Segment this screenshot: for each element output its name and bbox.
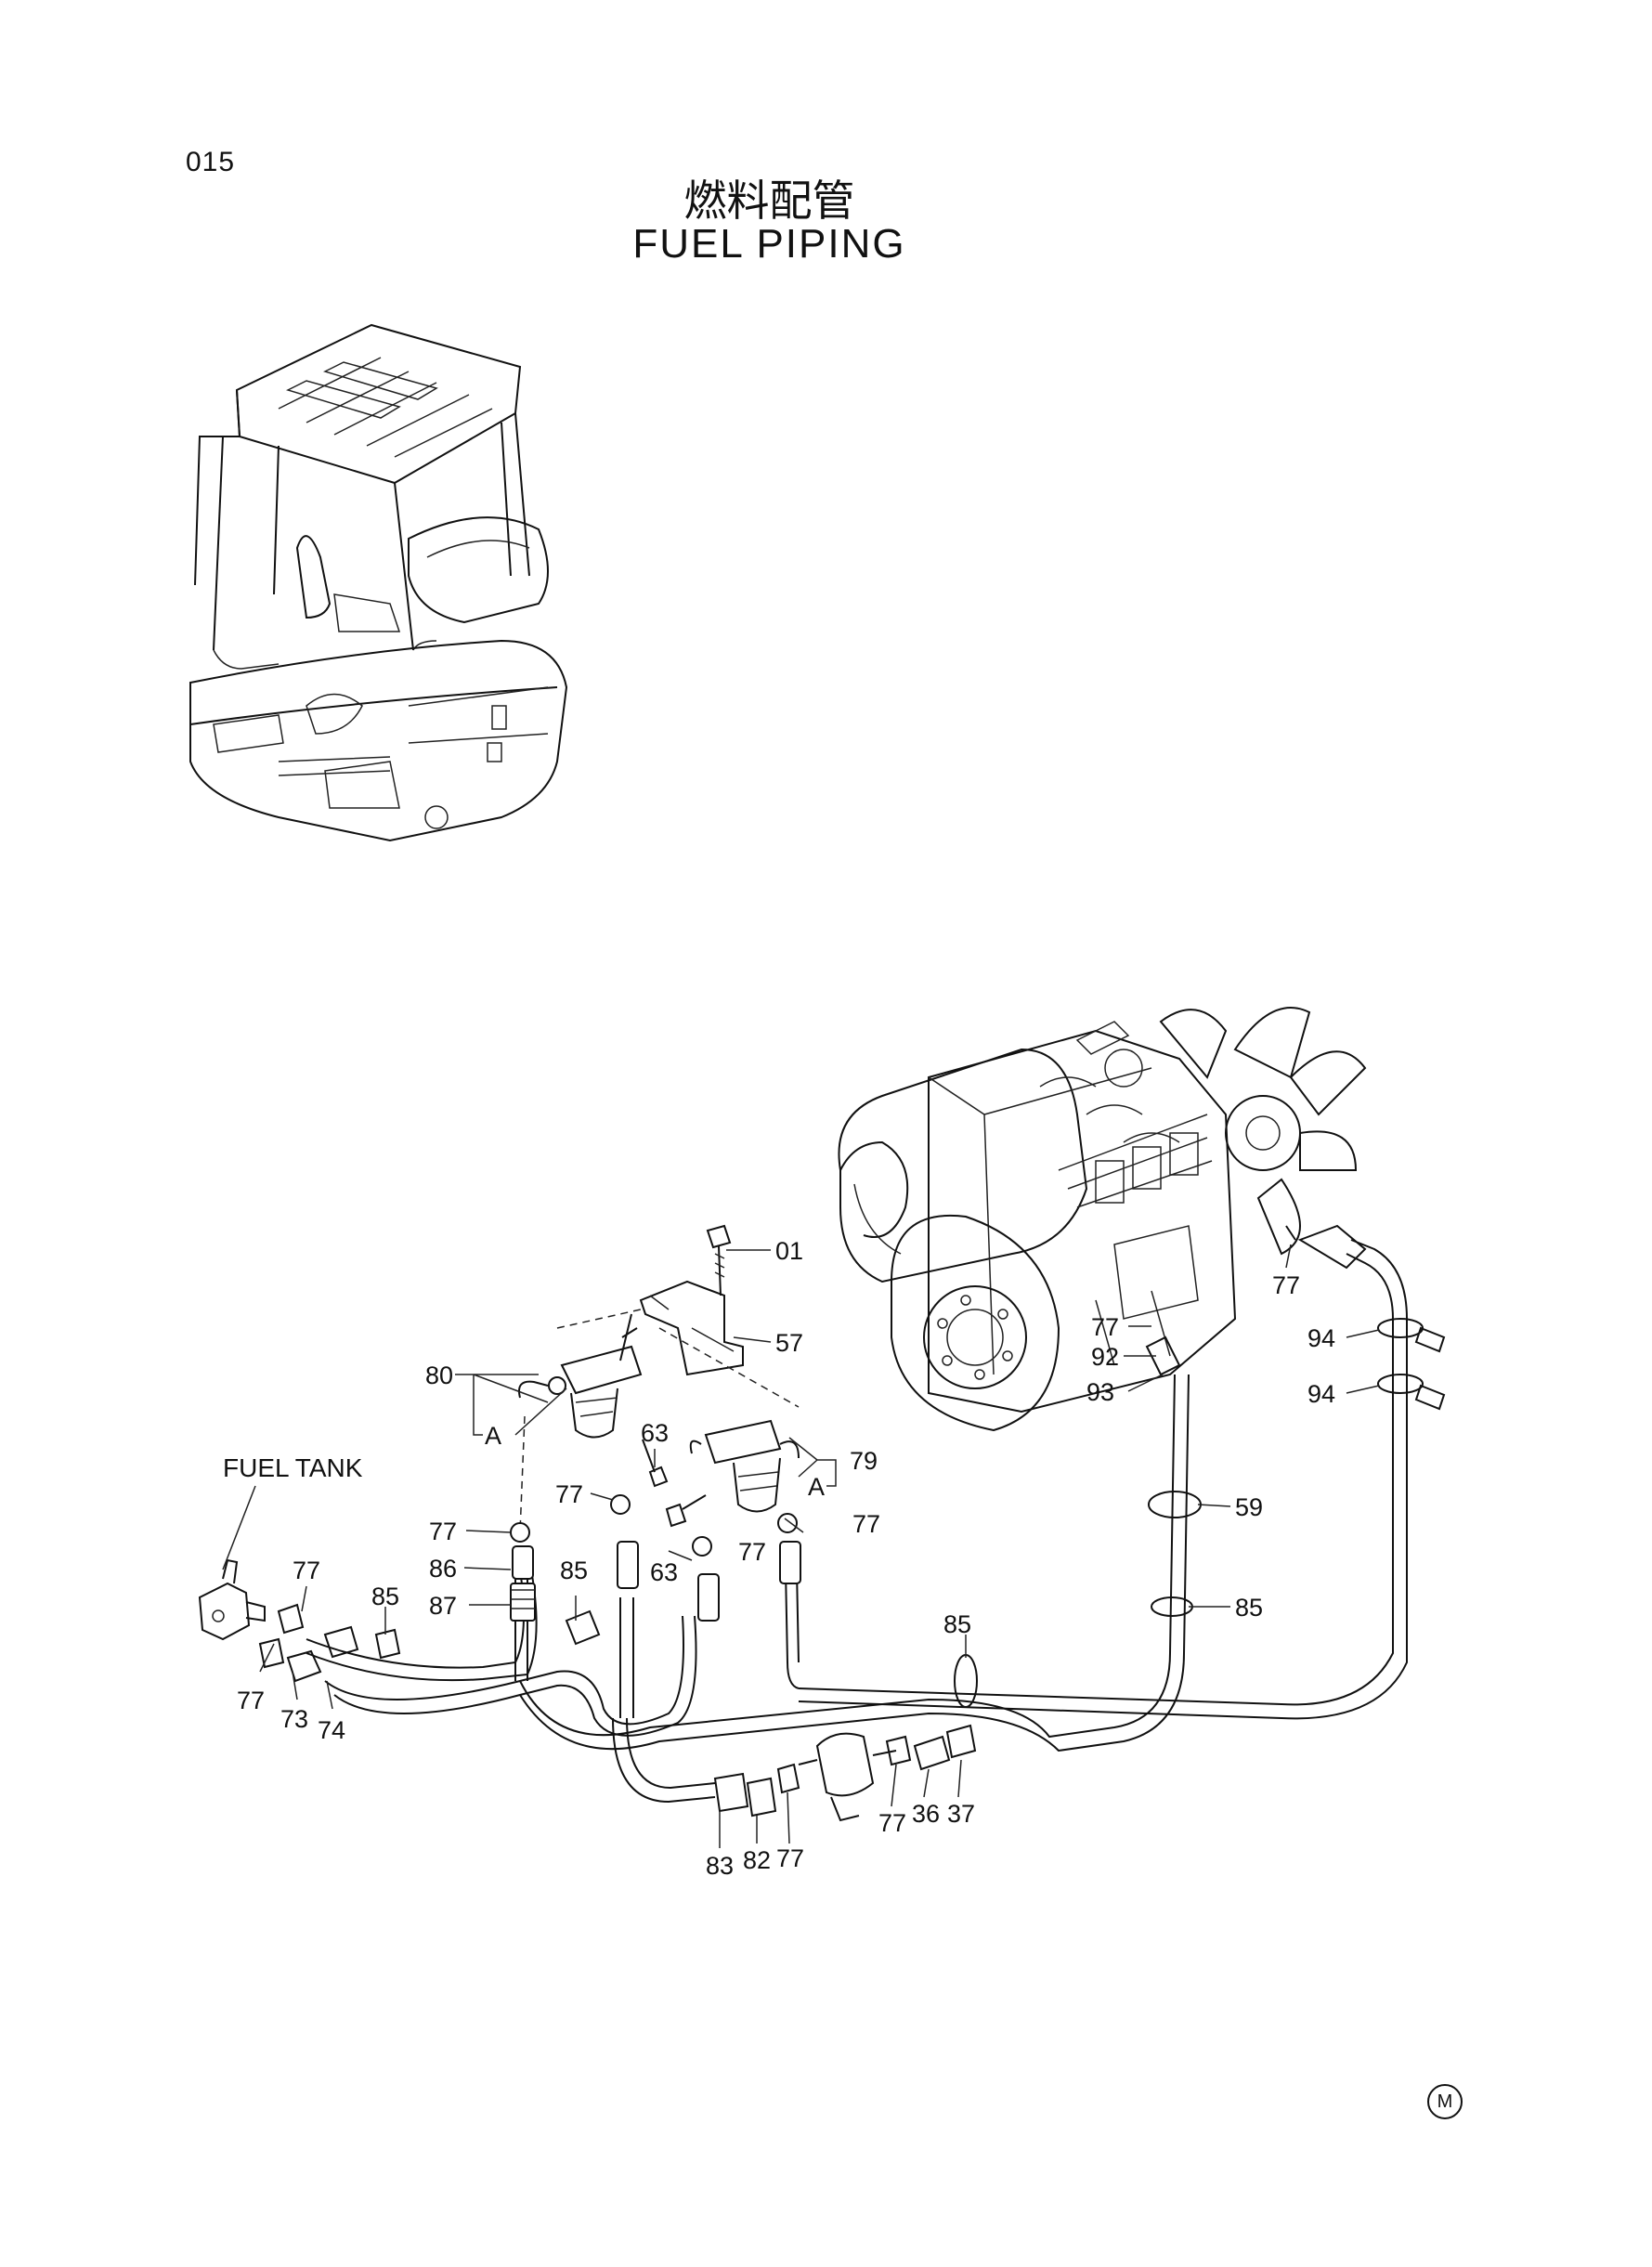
callout-94-b: 94 — [1307, 1380, 1335, 1408]
callout-63-lower: 63 — [650, 1558, 678, 1586]
callout-77-k: 77 — [1272, 1271, 1300, 1299]
callout-85-d: 85 — [1235, 1594, 1263, 1622]
callout-77-e: 77 — [293, 1557, 320, 1584]
callout-74: 74 — [318, 1716, 345, 1744]
fuel-tank-fitting — [198, 1558, 266, 1641]
callout-57: 57 — [775, 1329, 803, 1357]
callout-82: 82 — [743, 1846, 771, 1874]
callout-77-j: 77 — [1091, 1313, 1119, 1341]
callout-94-a: 94 — [1307, 1324, 1335, 1352]
callout-77-c: 77 — [429, 1518, 457, 1545]
page-title: FUEL PIPING — [632, 221, 906, 267]
callout-83: 83 — [706, 1852, 734, 1880]
callout-77-b: 77 — [852, 1510, 880, 1538]
leader-lines — [222, 1244, 1380, 1848]
callout-63-upper: 63 — [641, 1419, 669, 1447]
callout-92: 92 — [1091, 1343, 1119, 1371]
callout-85-c: 85 — [943, 1610, 971, 1638]
callout-labels: 01 57 80 A 63 79 A 77 77 77 77 86 85 87 … — [237, 1237, 1335, 1880]
callout-80: 80 — [425, 1362, 453, 1389]
callout-85-a: 85 — [560, 1557, 588, 1584]
excavator-illustration — [189, 323, 568, 842]
callout-36: 36 — [912, 1800, 940, 1828]
engine-illustration — [838, 1007, 1367, 1432]
fuel-pipes — [306, 1239, 1408, 1804]
callout-93: 93 — [1086, 1378, 1114, 1406]
callout-86: 86 — [429, 1555, 457, 1583]
callout-79: 79 — [850, 1447, 878, 1475]
callout-37: 37 — [947, 1800, 975, 1828]
callout-77-i: 77 — [878, 1809, 906, 1837]
callout-a-left: A — [485, 1422, 501, 1450]
callout-77-d: 77 — [738, 1538, 766, 1566]
fuel-filter-assemblies — [518, 1224, 800, 1533]
callout-85-b: 85 — [371, 1583, 399, 1610]
hose-fittings — [258, 1224, 1446, 1822]
callout-a-right: A — [808, 1473, 825, 1501]
page-number: 015 — [186, 147, 236, 177]
callout-59: 59 — [1235, 1493, 1263, 1521]
fuel-tank-label: FUEL TANK — [223, 1453, 363, 1482]
callout-01: 01 — [775, 1237, 803, 1265]
model-mark-icon: M — [1427, 2084, 1463, 2119]
page-title-japanese: 燃料配管 — [683, 176, 855, 226]
callout-77-h: 77 — [776, 1844, 804, 1872]
callout-77-a: 77 — [555, 1480, 583, 1508]
callout-87: 87 — [429, 1592, 457, 1620]
callout-73: 73 — [280, 1705, 308, 1733]
callout-77-f: 77 — [237, 1687, 265, 1714]
